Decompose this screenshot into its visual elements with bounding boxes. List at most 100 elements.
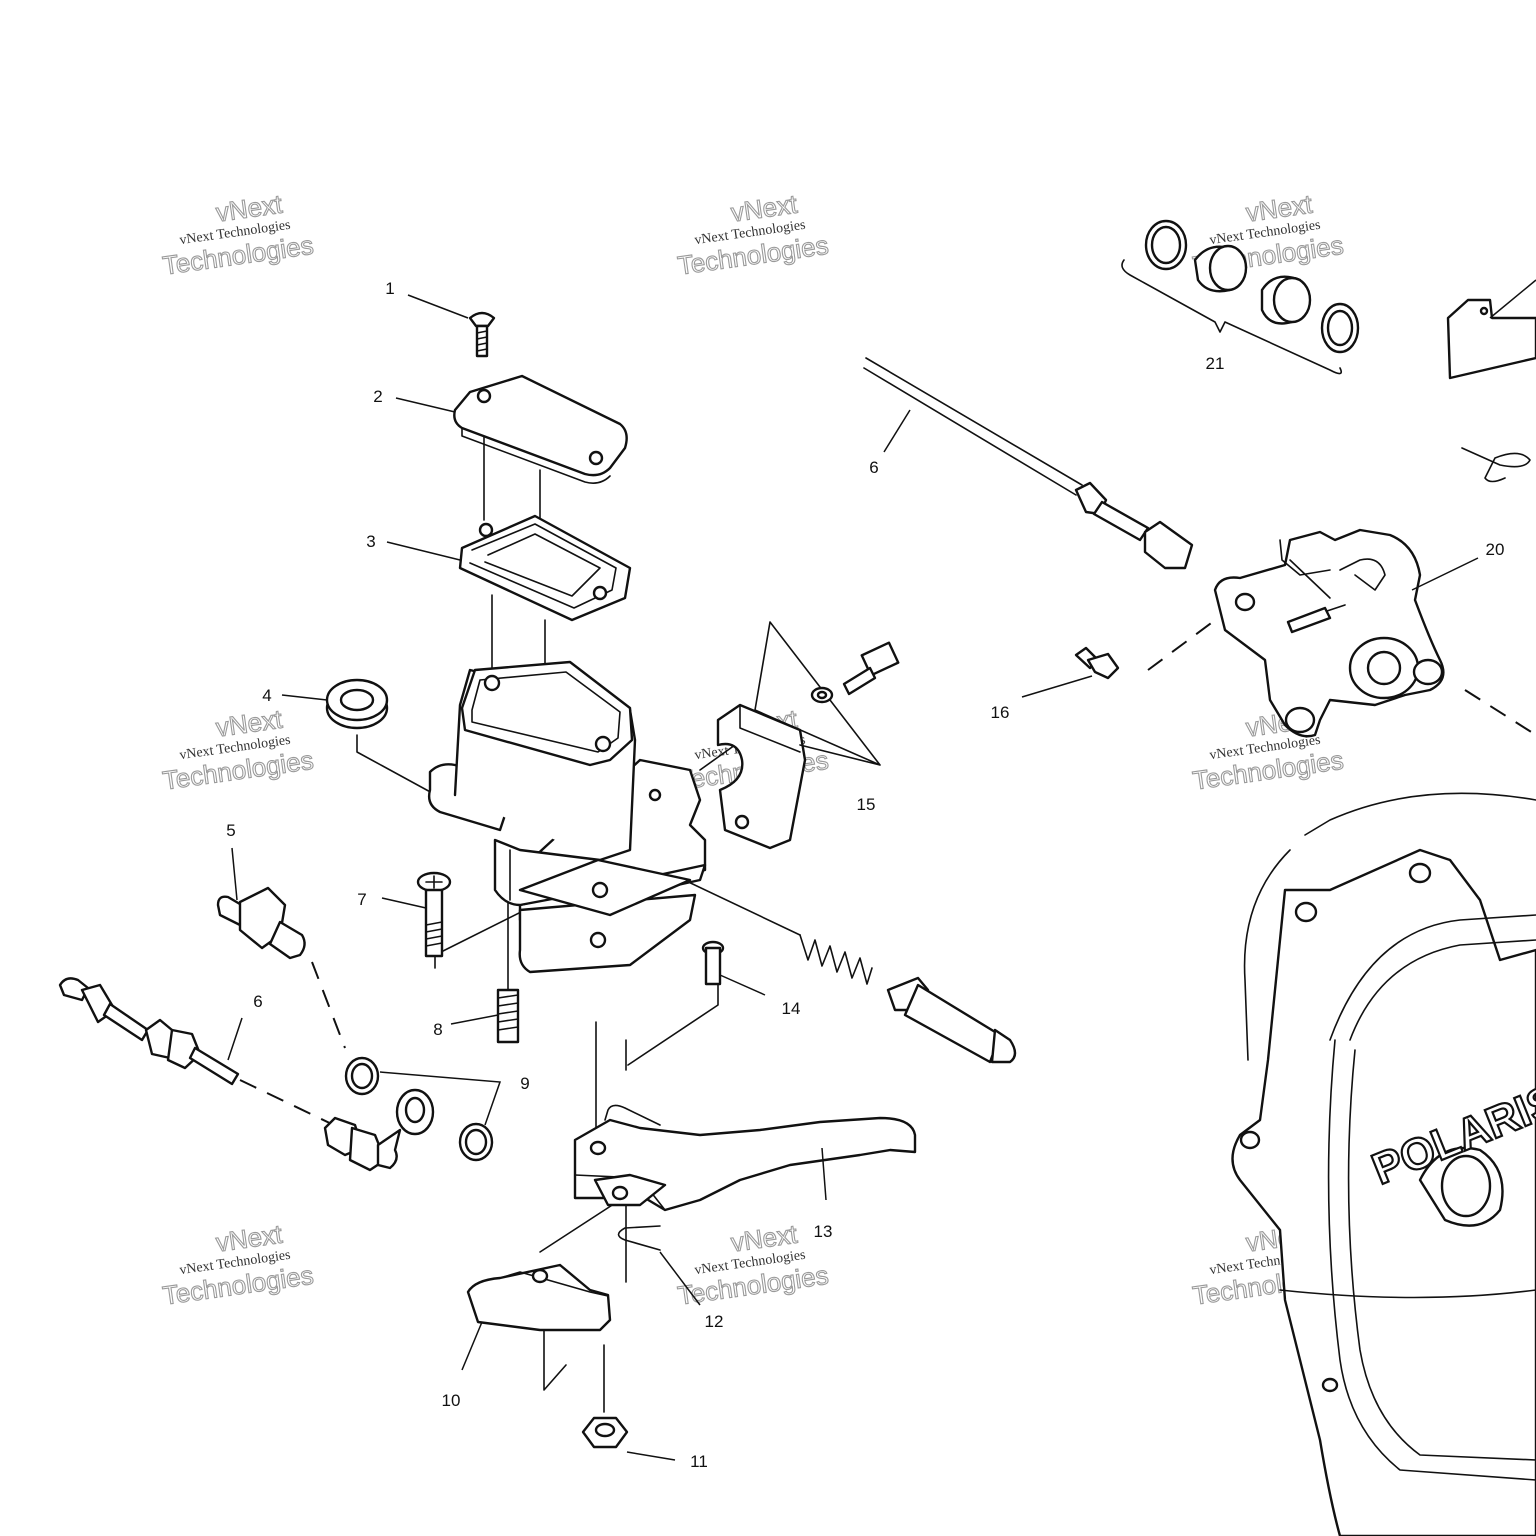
callout-13: 13	[814, 1222, 833, 1241]
banjo-eye-hole	[404, 1096, 426, 1124]
leader-line	[379, 1071, 502, 1126]
part-diaphragm-3[interactable]	[458, 514, 632, 622]
part-spring-12[interactable]	[617, 1225, 661, 1251]
bolt-shank	[842, 666, 877, 696]
cover-edge	[461, 427, 611, 484]
part-pin-14[interactable]	[701, 940, 725, 986]
leader-line	[1411, 557, 1479, 591]
part-fitting-5[interactable]	[216, 886, 306, 960]
caliper-body	[1213, 528, 1445, 738]
callout-21: 21	[1206, 354, 1225, 373]
part-screw-1[interactable]	[468, 311, 496, 358]
part-washer-4[interactable]	[325, 678, 389, 730]
caliper-bore-inner	[1366, 650, 1402, 686]
part-brake-line-6-left[interactable]	[58, 977, 435, 1172]
seal-washer-hole	[350, 1062, 374, 1090]
leader-line	[461, 1321, 483, 1371]
part-brake-line-6-top[interactable]	[863, 357, 1194, 570]
dashed-line	[239, 1079, 341, 1129]
clamp-body	[716, 703, 807, 850]
cover-seam	[1279, 1289, 1536, 1299]
washer-inner	[339, 688, 375, 712]
line-tube	[188, 1046, 240, 1086]
watermark: vNext vNext Technologies Technologies	[160, 188, 316, 281]
cover-boss-hole	[1440, 1154, 1492, 1218]
diaphragm-outer	[458, 514, 632, 622]
screw-head	[468, 311, 496, 328]
callout-2: 2	[373, 387, 382, 406]
dashed-line	[1464, 689, 1536, 736]
clamp-bolt	[842, 641, 900, 696]
washer-hole	[816, 690, 828, 700]
dashed-line	[1147, 617, 1219, 671]
pad-hole	[1479, 306, 1489, 316]
part-nut-11[interactable]	[581, 1416, 629, 1449]
part-clip[interactable]	[1461, 447, 1531, 483]
caliper-detail	[1279, 539, 1386, 621]
guide-line	[699, 744, 736, 771]
diaphragm-recess	[484, 533, 601, 597]
diaphragm-inner	[469, 523, 617, 609]
part-adjuster-10[interactable]	[466, 1263, 612, 1332]
lever-pivot-hole	[611, 1185, 629, 1201]
diaphragm-hole	[478, 522, 494, 538]
callout-8: 8	[433, 1020, 442, 1039]
part-reservoir-cover-2[interactable]	[453, 374, 628, 484]
watermark: vNext vNext Technologies Technologies	[675, 188, 831, 281]
fitting-end	[268, 920, 306, 960]
cover-bolt-hole	[1294, 901, 1318, 923]
spring-wire	[617, 1225, 661, 1251]
leader-line	[407, 294, 469, 319]
part-screw-8[interactable]	[496, 988, 520, 1044]
reservoir-hole	[594, 735, 612, 753]
callout-16: 16	[991, 703, 1010, 722]
leader-line	[231, 847, 238, 901]
reservoir-hole	[483, 674, 501, 692]
lever-top-edge	[604, 1104, 661, 1126]
bolt-thread	[425, 921, 443, 947]
callout-4: 4	[262, 686, 271, 705]
cover-plate	[453, 374, 628, 477]
guide-line	[627, 984, 719, 1066]
leader-line	[821, 1147, 827, 1201]
reservoir-top	[460, 660, 634, 767]
part-clutch-cover[interactable]: POLARIS	[1231, 792, 1536, 1536]
callout-11: 11	[690, 1452, 708, 1471]
callout-3: 3	[366, 532, 375, 551]
line-tube	[863, 357, 1083, 496]
part-spring-piston[interactable]	[799, 934, 1017, 1064]
cover-bolt-hole	[1239, 1130, 1261, 1150]
line-bend	[376, 1128, 402, 1170]
bleeder-body	[1086, 652, 1120, 680]
part-bolt-7[interactable]	[416, 871, 452, 958]
kit-bracket	[1121, 259, 1343, 375]
cover-hole	[476, 388, 492, 404]
cover-inner-edge	[1327, 1039, 1536, 1481]
watermark: vNext vNext Technologies Technologies	[160, 1218, 316, 1311]
part-brake-lever-13[interactable]	[573, 1104, 917, 1212]
cover-body	[1231, 848, 1536, 1536]
clamp-edge	[739, 704, 801, 753]
part-bleeder-16[interactable]	[1074, 646, 1120, 680]
leader-line	[719, 974, 766, 996]
part-clamp-15[interactable]	[716, 621, 900, 850]
part-sealing-washers-9[interactable]	[344, 1056, 494, 1162]
callout-1: 1	[385, 279, 394, 298]
callout-15: 15	[857, 795, 876, 814]
callout-5: 5	[226, 821, 235, 840]
part-brake-pad[interactable]	[1446, 298, 1536, 380]
line-tube	[1092, 500, 1150, 542]
part-master-cylinder-body[interactable]	[427, 660, 707, 974]
part-piston-kit-21[interactable]	[1121, 219, 1360, 375]
piston-face	[1272, 276, 1312, 324]
clip-wire	[1461, 447, 1531, 483]
return-spring	[799, 934, 873, 985]
bolt-cross-slot	[425, 875, 443, 889]
dashed-connection-lines	[239, 617, 1536, 1129]
cover-bolt-hole	[1408, 862, 1432, 884]
part-caliper-20[interactable]	[1213, 528, 1445, 738]
callout-6-left: 6	[253, 992, 262, 1011]
callout-10: 10	[442, 1391, 461, 1410]
